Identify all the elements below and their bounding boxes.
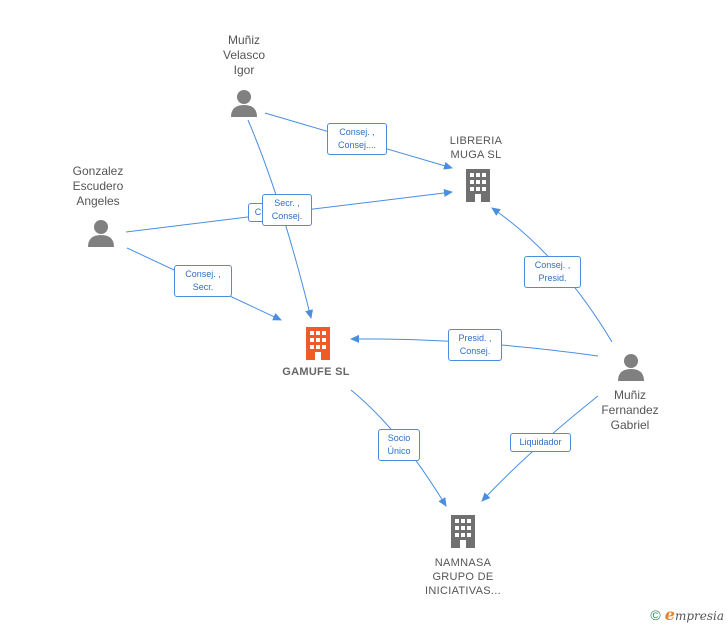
- node-label-libreria[interactable]: LIBRERIA MUGA SL: [449, 135, 503, 161]
- node-label-gonzalez[interactable]: Gonzalez Escudero Angeles: [72, 164, 124, 208]
- person-icon[interactable]: [87, 218, 115, 248]
- brand-initial: e: [664, 605, 675, 624]
- edge-label-gonzalez-gamufe: Consej. , Secr.: [174, 265, 232, 297]
- brand-name: mpresia: [674, 609, 724, 623]
- brand-logo[interactable]: empresia: [665, 605, 724, 624]
- edge-label-gamufe-namnasa: Socio Único: [378, 429, 420, 461]
- node-label-namnasa[interactable]: NAMNASA GRUPO DE INICIATIVAS...: [425, 557, 501, 597]
- person-icon[interactable]: [230, 88, 258, 118]
- edge-label-fernandez-namnasa: Liquidador: [510, 433, 571, 452]
- node-label-munoz-velasco[interactable]: Muñiz Velasco Igor: [222, 33, 266, 77]
- copyright-symbol: ©: [650, 606, 661, 623]
- edge-label-velasco-gamufe: Secr. , Consej.: [262, 194, 312, 226]
- building-icon[interactable]: [447, 514, 479, 549]
- edge-label-velasco-libreria: Consej. , Consej....: [327, 123, 387, 155]
- building-icon[interactable]: [462, 168, 494, 203]
- building-icon[interactable]: [302, 326, 334, 361]
- footer-brand: © empresia: [650, 605, 724, 624]
- edge-label-fernandez-gamufe: Presid. , Consej.: [448, 329, 502, 361]
- person-icon[interactable]: [617, 352, 645, 382]
- node-label-gamufe[interactable]: GAMUFE SL: [282, 366, 350, 378]
- node-label-munoz-fernandez[interactable]: Muñiz Fernandez Gabriel: [601, 388, 659, 432]
- edge-label-fernandez-libreria: Consej. , Presid.: [524, 256, 581, 288]
